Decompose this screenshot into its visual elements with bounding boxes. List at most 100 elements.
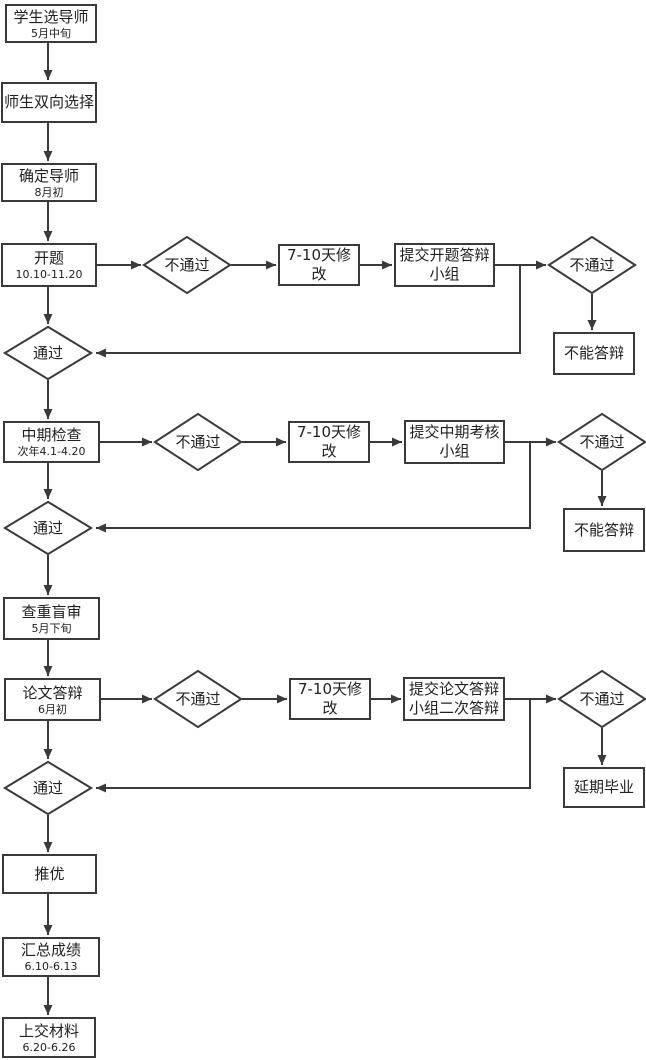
node-submit-materials: 上交材料 6.20-6.26 [2,1017,96,1058]
decision-midterm-not-pass: 不通过 [154,413,242,471]
diamond-shape [154,413,242,471]
node-sublabel: 10.10-11.20 [15,268,83,281]
decision-proposal-pass: 通过 [4,326,92,380]
node-sublabel: 6.10-6.13 [24,960,78,973]
arrowhead [43,489,53,499]
arrowhead [597,496,607,506]
arrowhead [43,585,53,595]
arrowhead [43,925,53,935]
diamond-shape [558,670,646,728]
decision-label: 不通过 [579,432,625,451]
node-label: 不能答辩 [563,344,624,362]
node-plagiarism-blind-review: 查重盲审 5月下旬 [3,597,100,640]
node-sublabel: 5月中旬 [31,26,71,40]
node-label: 确定导师 [18,166,79,185]
node-label: 查重盲审 [21,602,82,621]
node-student-select-advisor: 学生选导师 5月中旬 [5,4,97,43]
arrowhead [142,437,152,447]
arrowhead [43,70,53,80]
node-label: 中期检查 [21,426,82,444]
decision-midterm-pass: 通过 [4,501,92,555]
node-label: 7-10天修改 [297,680,363,717]
arrowhead [131,260,141,270]
arrowhead [391,694,401,704]
node-delayed-graduation: 延期毕业 [563,767,645,808]
decision-defense-pass: 通过 [4,761,92,815]
arrowhead [96,523,106,533]
diamond-shape [548,236,636,294]
decision-label: 不通过 [164,255,210,274]
arrowhead [43,151,53,161]
arrowhead [96,783,106,793]
node-label: 学生选导师 [13,7,89,26]
node-sublabel: 5月下旬 [31,621,72,635]
decision-proposal-not-pass: 不通过 [143,236,231,294]
decision-label: 不通过 [569,255,615,274]
arrowhead [43,1005,53,1015]
node-sublabel: 6月初 [38,702,67,716]
node-label: 推优 [34,864,65,883]
arrowhead [43,842,53,852]
connector-line [96,442,531,529]
node-label: 提交中期考核小组 [409,423,500,460]
node-cannot-defend-2: 不能答辩 [563,508,645,552]
decision-defense-not-pass: 不通过 [154,670,242,728]
node-confirm-advisor: 确定导师 8月初 [1,163,97,202]
node-sublabel: 8月初 [34,185,64,199]
arrowhead [382,260,392,270]
node-sublabel: 6.20-6.26 [22,1040,76,1054]
decision-midterm-group-not-pass: 不通过 [558,413,646,471]
diamond-shape [558,413,646,471]
connector-line [96,265,521,354]
node-cannot-defend-1: 不能答辩 [553,332,635,375]
diamond-shape [4,501,92,555]
arrowhead [96,348,106,358]
arrowhead [546,437,556,447]
arrowhead [277,694,287,704]
node-sublabel: 次年4.1-4.20 [17,445,86,458]
node-label: 上交材料 [18,1021,79,1040]
arrowhead [276,437,286,447]
node-thesis-proposal: 开题 10.10-11.20 [1,243,97,287]
node-recommend-excellence: 推优 [2,854,97,894]
decision-label: 通过 [32,518,63,537]
decision-second-defense-not-pass: 不通过 [558,670,646,728]
arrowhead [43,749,53,759]
decision-label: 不通过 [175,432,221,451]
decision-label: 通过 [32,343,63,362]
node-submit-midterm-assessment-group: 提交中期考核小组 [404,420,505,464]
arrowhead [43,666,53,676]
node-midterm-revise: 7-10天修改 [288,421,370,463]
connector-line [96,699,531,789]
decision-label: 不通过 [579,689,625,708]
diamond-shape [143,236,231,294]
arrowhead [597,755,607,765]
node-thesis-defense: 论文答辩 6月初 [4,678,101,721]
arrowhead [546,694,556,704]
node-submit-second-defense-group: 提交论文答辩小组二次答辩 [403,677,505,721]
arrowhead [266,260,276,270]
decision-label: 通过 [32,778,63,797]
decision-proposal-group-not-pass: 不通过 [548,236,636,294]
node-proposal-revise: 7-10天修改 [278,244,360,286]
node-label: 7-10天修改 [296,423,362,460]
node-label: 师生双向选择 [3,93,94,111]
arrowhead [43,231,53,241]
arrowhead [43,314,53,324]
arrowhead [587,320,597,330]
diamond-shape [4,326,92,380]
arrowhead [142,694,152,704]
node-label: 7-10天修改 [286,246,352,283]
diamond-shape [4,761,92,815]
node-label: 延期毕业 [573,778,634,796]
decision-label: 不通过 [175,689,221,708]
arrowhead [536,260,546,270]
node-submit-proposal-defense-group: 提交开题答辩小组 [394,243,495,287]
node-label: 不能答辩 [573,520,634,539]
diamond-shape [154,670,242,728]
node-label: 提交开题答辩小组 [399,246,490,283]
node-midterm-check: 中期检查 次年4.1-4.20 [3,421,100,463]
node-label: 论文答辩 [22,683,83,702]
